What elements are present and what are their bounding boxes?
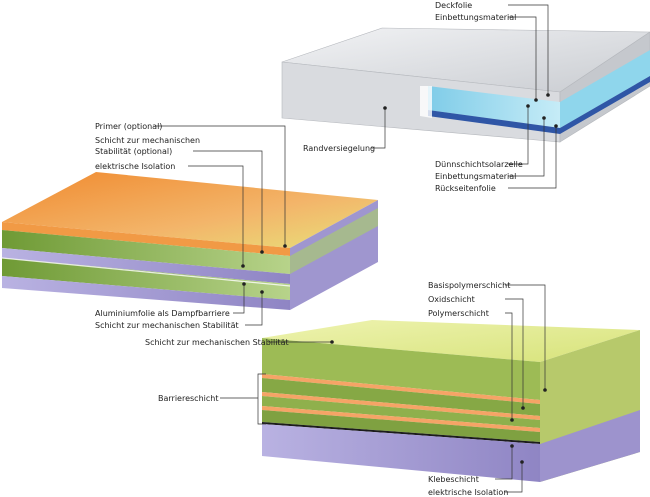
label-stabilitaet-optional-line2: Stabilität (optional) — [95, 147, 172, 156]
label-rueckseitenfolie: Rückseitenfolie — [435, 184, 496, 193]
label-einbettungsmaterial-bottom: Einbettungsmaterial — [435, 172, 516, 181]
label-polymerschicht: Polymerschicht — [428, 309, 489, 318]
label-stabilitaet-left: Schicht zur mechanischen Stabilität — [95, 321, 239, 330]
label-duennschichtsolarzelle: Dünnschichtsolarzelle — [435, 160, 523, 169]
label-stabilitaet-bottom: Schicht zur mechanischen Stabilität — [145, 338, 289, 347]
label-oxidschicht: Oxidschicht — [428, 295, 475, 304]
label-randversiegelung: Randversiegelung — [303, 144, 375, 153]
backsheet-aluminium-illustration — [1, 172, 378, 310]
module-thinfilm-illustration — [281, 27, 650, 143]
label-elektrische-isolation-bottom: elektrische Isolation — [428, 488, 508, 497]
label-barriereschicht: Barriereschicht — [158, 394, 218, 403]
label-elektrische-isolation-left: elektrische Isolation — [95, 162, 175, 171]
label-stabilitaet-optional-line1: Schicht zur mechanischen — [95, 136, 200, 145]
barrier-film-illustration — [262, 320, 640, 482]
labels: Deckfolie Einbettungsmaterial Randversie… — [95, 1, 523, 497]
label-basispolymerschicht: Basispolymerschicht — [428, 281, 510, 290]
label-klebeschicht: Klebeschicht — [428, 475, 479, 484]
leader-lines — [155, 4, 558, 493]
label-aluminiumfolie: Aluminiumfolie als Dampfbarriere — [95, 309, 230, 318]
label-primer: Primer (optional) — [95, 122, 162, 131]
label-einbettungsmaterial-top: Einbettungsmaterial — [435, 13, 516, 22]
label-deckfolie: Deckfolie — [435, 1, 472, 10]
